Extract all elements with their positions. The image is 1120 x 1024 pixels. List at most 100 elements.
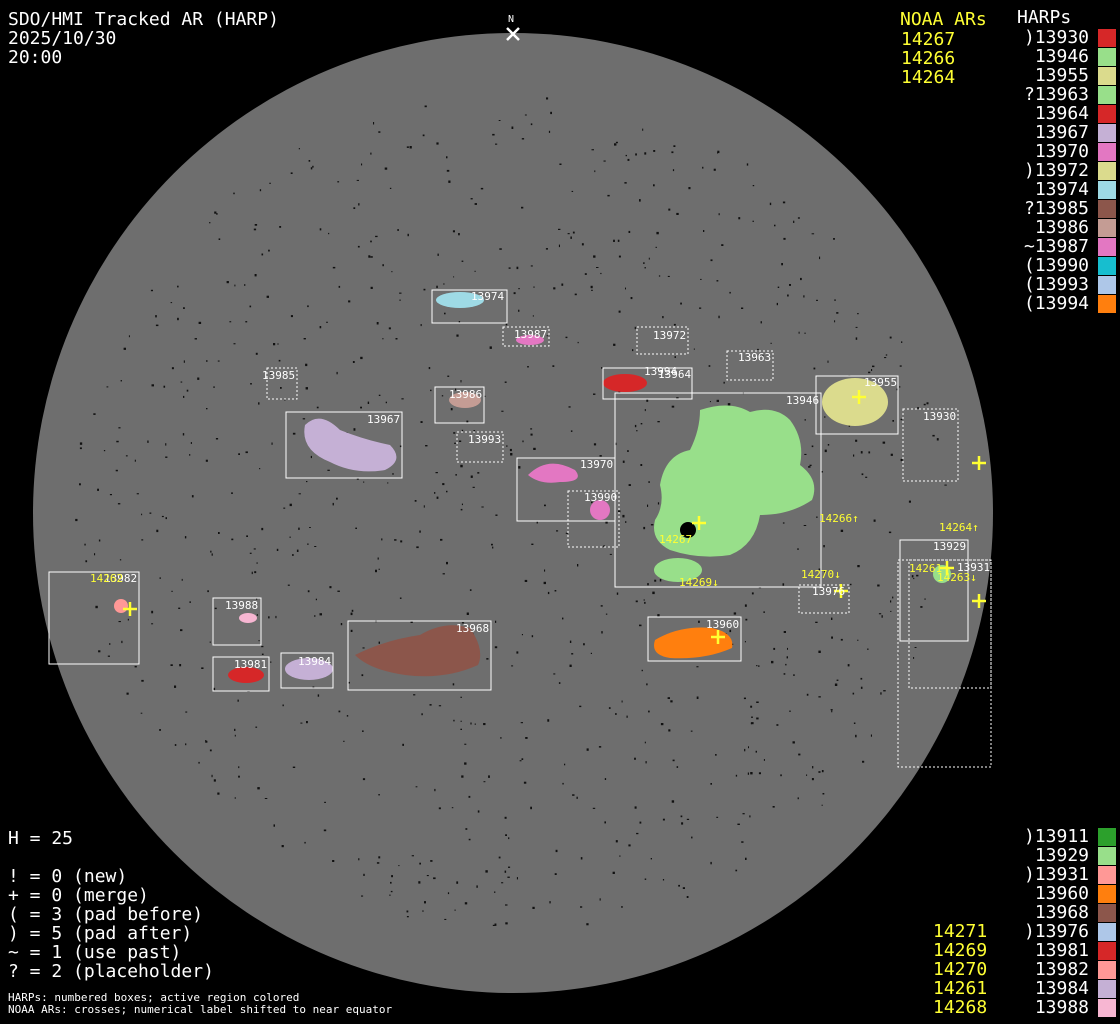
image-date: 2025/10/30 [8, 28, 117, 49]
footer-line-2: NOAA ARs: crosses; numerical label shift… [8, 1003, 393, 1016]
noaa-label-14264: 14264↑ [939, 521, 979, 534]
label-13976: 13976 [812, 585, 845, 598]
label-13946: 13946 [786, 394, 819, 407]
north-letter: N [508, 14, 514, 25]
label-13986: 13986 [449, 388, 482, 401]
label-13964: 13964 [658, 368, 691, 381]
region-13968 [355, 625, 481, 677]
harp-list-item: (13994 [1023, 293, 1089, 314]
noaa-top-item: 14264 [901, 67, 956, 88]
harp-color-swatch [1098, 295, 1116, 313]
noaa-label-14269: 14269↓ [679, 576, 719, 589]
label-13987: 13987 [514, 328, 547, 341]
harp-color-swatch [1098, 143, 1116, 161]
harp-list-item: )13976 [1023, 921, 1089, 942]
stats-h: H = 25 [8, 828, 74, 849]
harp-list-item: 13988 [1034, 997, 1089, 1018]
noaa-top-item: 14266 [901, 48, 956, 69]
label-13984: 13984 [298, 655, 331, 668]
harp-list-item: 13970 [1034, 141, 1089, 162]
harp-color-swatch [1098, 105, 1116, 123]
label-13990: 13990 [584, 491, 617, 504]
north-marker [506, 27, 520, 41]
region-13990 [590, 500, 610, 520]
harp-color-swatch [1098, 980, 1116, 998]
label-13931: 13931 [957, 561, 990, 574]
noaa-label-14270: 14270↓ [801, 568, 841, 581]
image-title: SDO/HMI Tracked AR (HARP) [8, 9, 279, 30]
noaa-header: NOAA ARs [900, 9, 987, 30]
harp-list-item: 13955 [1034, 65, 1089, 86]
label-13994: 13994 [644, 365, 677, 378]
noaa-label-14267: 14267 [659, 533, 692, 546]
harp-boxes-dotted [266, 326, 992, 768]
region-13946 [654, 405, 815, 557]
harp-list-item: )13972 [1023, 160, 1089, 181]
stats-line: ) = 5 (pad after) [8, 923, 193, 944]
region-13970 [528, 463, 578, 483]
harp-color-swatch [1098, 923, 1116, 941]
disk-noaa-labels: 14266↑ 14264↑ 14270↓ 14269↓ 14267 14263↓… [90, 512, 979, 589]
label-13960: 13960 [706, 618, 739, 631]
harp-list-item: ~13987 [1023, 236, 1089, 257]
region-13955 [822, 378, 888, 426]
harp-color-swatch [1098, 999, 1116, 1017]
disk-harp-labels: 13974 13987 13972 13963 13985 13986 1399… [104, 290, 990, 671]
label-13985: 13985 [262, 369, 295, 382]
harp-list-item: ?13985 [1023, 198, 1089, 219]
harp-list-item: 13982 [1034, 959, 1089, 980]
harp-color-swatch [1098, 942, 1116, 960]
noaa-bottom-item: 14269 [933, 940, 988, 961]
harp-list-item: 13967 [1034, 122, 1089, 143]
region-13960 [654, 627, 733, 659]
region-13946-b [654, 558, 702, 582]
harp-list-item: 13981 [1034, 940, 1089, 961]
solar-disk [33, 33, 993, 993]
harp-color-swatch [1098, 961, 1116, 979]
label-13974: 13974 [471, 290, 504, 303]
harp-color-swatch [1098, 181, 1116, 199]
region-13981 [228, 667, 264, 683]
harp-list-item: 13946 [1034, 46, 1089, 67]
noaa-bottom-item: 14261 [933, 978, 988, 999]
harp-list-item: 13984 [1034, 978, 1089, 999]
region-13982 [114, 599, 128, 613]
harp-color-swatch [1098, 162, 1116, 180]
label-13988: 13988 [225, 599, 258, 612]
harp-list-item: )13931 [1023, 864, 1089, 885]
sunspot [680, 522, 696, 538]
harp-color-swatch [1098, 847, 1116, 865]
footer-line-1: HARPs: numbered boxes; active region col… [8, 991, 300, 1004]
noaa-top-item: 14267 [901, 29, 956, 50]
harp-color-swatch [1098, 124, 1116, 142]
label-13963: 13963 [738, 351, 771, 364]
image-time: 20:00 [8, 47, 63, 68]
harps-header: HARPs [1017, 7, 1072, 28]
harp-list-item: 13929 [1034, 845, 1089, 866]
harp-color-swatch [1098, 200, 1116, 218]
noaa-bottom-item: 14271 [933, 921, 988, 942]
label-13968: 13968 [456, 622, 489, 635]
region-13988 [239, 613, 257, 623]
harp-color-swatch [1098, 866, 1116, 884]
label-13993: 13993 [468, 433, 501, 446]
noaa-label-14263: 14263↓ [937, 571, 977, 584]
harp-list-item: 13986 [1034, 217, 1089, 238]
region-13986 [449, 392, 481, 408]
label-13982: 13982 [104, 572, 137, 585]
noaa-label-14262: 14262 [90, 572, 123, 585]
harp-list-item: (13993 [1023, 274, 1089, 295]
harp-color-swatch [1098, 257, 1116, 275]
stats-line: + = 0 (merge) [8, 885, 149, 906]
region-13984 [285, 658, 333, 680]
harp-list-item: 13964 [1034, 103, 1089, 124]
harp-list-item: 13960 [1034, 883, 1089, 904]
harp-list-item: 13968 [1034, 902, 1089, 923]
harp-color-swatch [1098, 276, 1116, 294]
region-13987 [516, 335, 544, 345]
region-13967 [304, 418, 397, 472]
label-13955: 13955 [864, 376, 897, 389]
region-13974 [436, 292, 484, 308]
noaa-bottom-item: 14268 [933, 997, 988, 1018]
